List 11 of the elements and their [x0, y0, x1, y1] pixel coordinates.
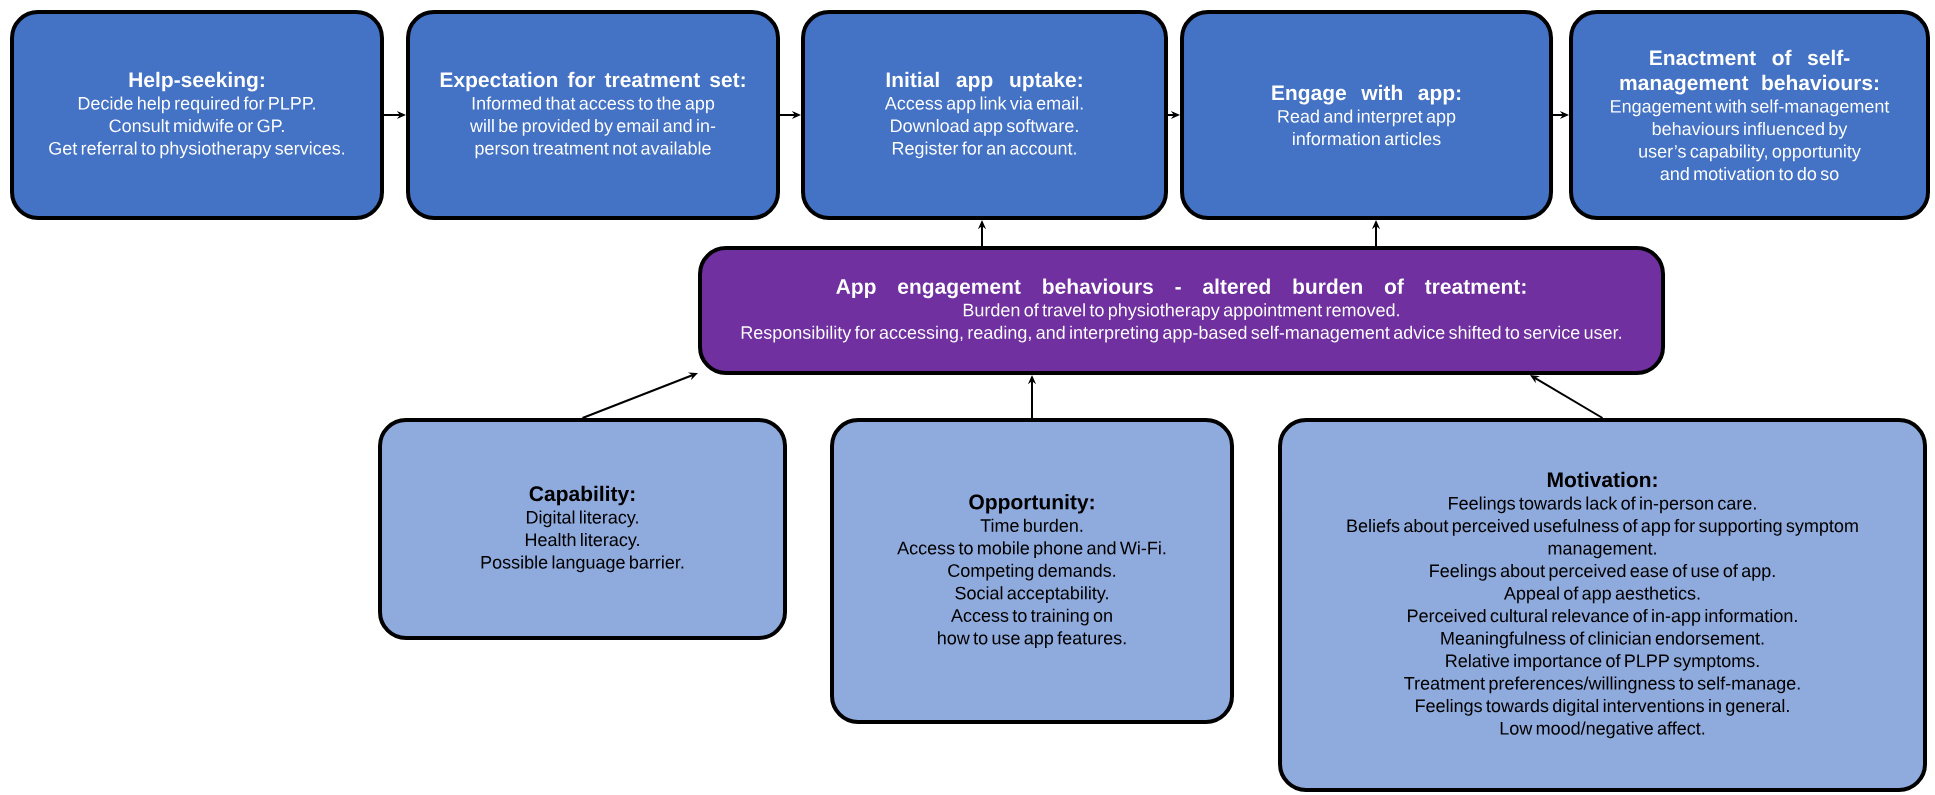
burden-box: App engagement behaviours - altered burden of treatment: Burden of travel to physiotherapy appointment removed. Responsibility for accessing, reading, and interpreting app-based self-management advice shifted to service user.: [698, 246, 1665, 375]
factor-box: Opportunity: Time burden. Access to mobile phone and Wi-Fi. Competing demands. Social acceptability. Access to training on how to use app features.: [830, 418, 1234, 724]
process-box: Initial app uptake: Access app link via email. Download app software. Register for an account.: [801, 10, 1168, 220]
factor-box: Motivation: Feelings towards lack of in-person care. Beliefs about perceived usefulness of app for supporting symptom management. Feelings about perceived ease of use of app. Appeal of app aesthetics. Perceived cultural relevance of in-app information. Meaningfulness of clinician endorsement. Relative importance of PLPP symptoms. Treatment preferences/willingness to self-manage. Feelings towards digital interventions in general. Low mood/negative affect.: [1278, 418, 1927, 792]
process-box: Enactment of self-management behaviours: Engagement with self-management behaviours influenced by user’s capability, opportunity and motivation to do so: [1569, 10, 1930, 220]
process-box: Expectation for treatment set: Informed that access to the app will be provided by email and in-person treatment not available: [406, 10, 780, 220]
arrow: [1530, 375, 1604, 419]
process-box: Help-seeking: Decide help required for PLPP. Consult midwife or GP. Get referral to physiotherapy services.: [10, 10, 384, 220]
arrow: [581, 372, 698, 419]
factor-box: Capability: Digital literacy. Health literacy. Possible language barrier.: [378, 418, 787, 640]
process-box: Engage with app: Read and interpret app information articles: [1180, 10, 1553, 220]
